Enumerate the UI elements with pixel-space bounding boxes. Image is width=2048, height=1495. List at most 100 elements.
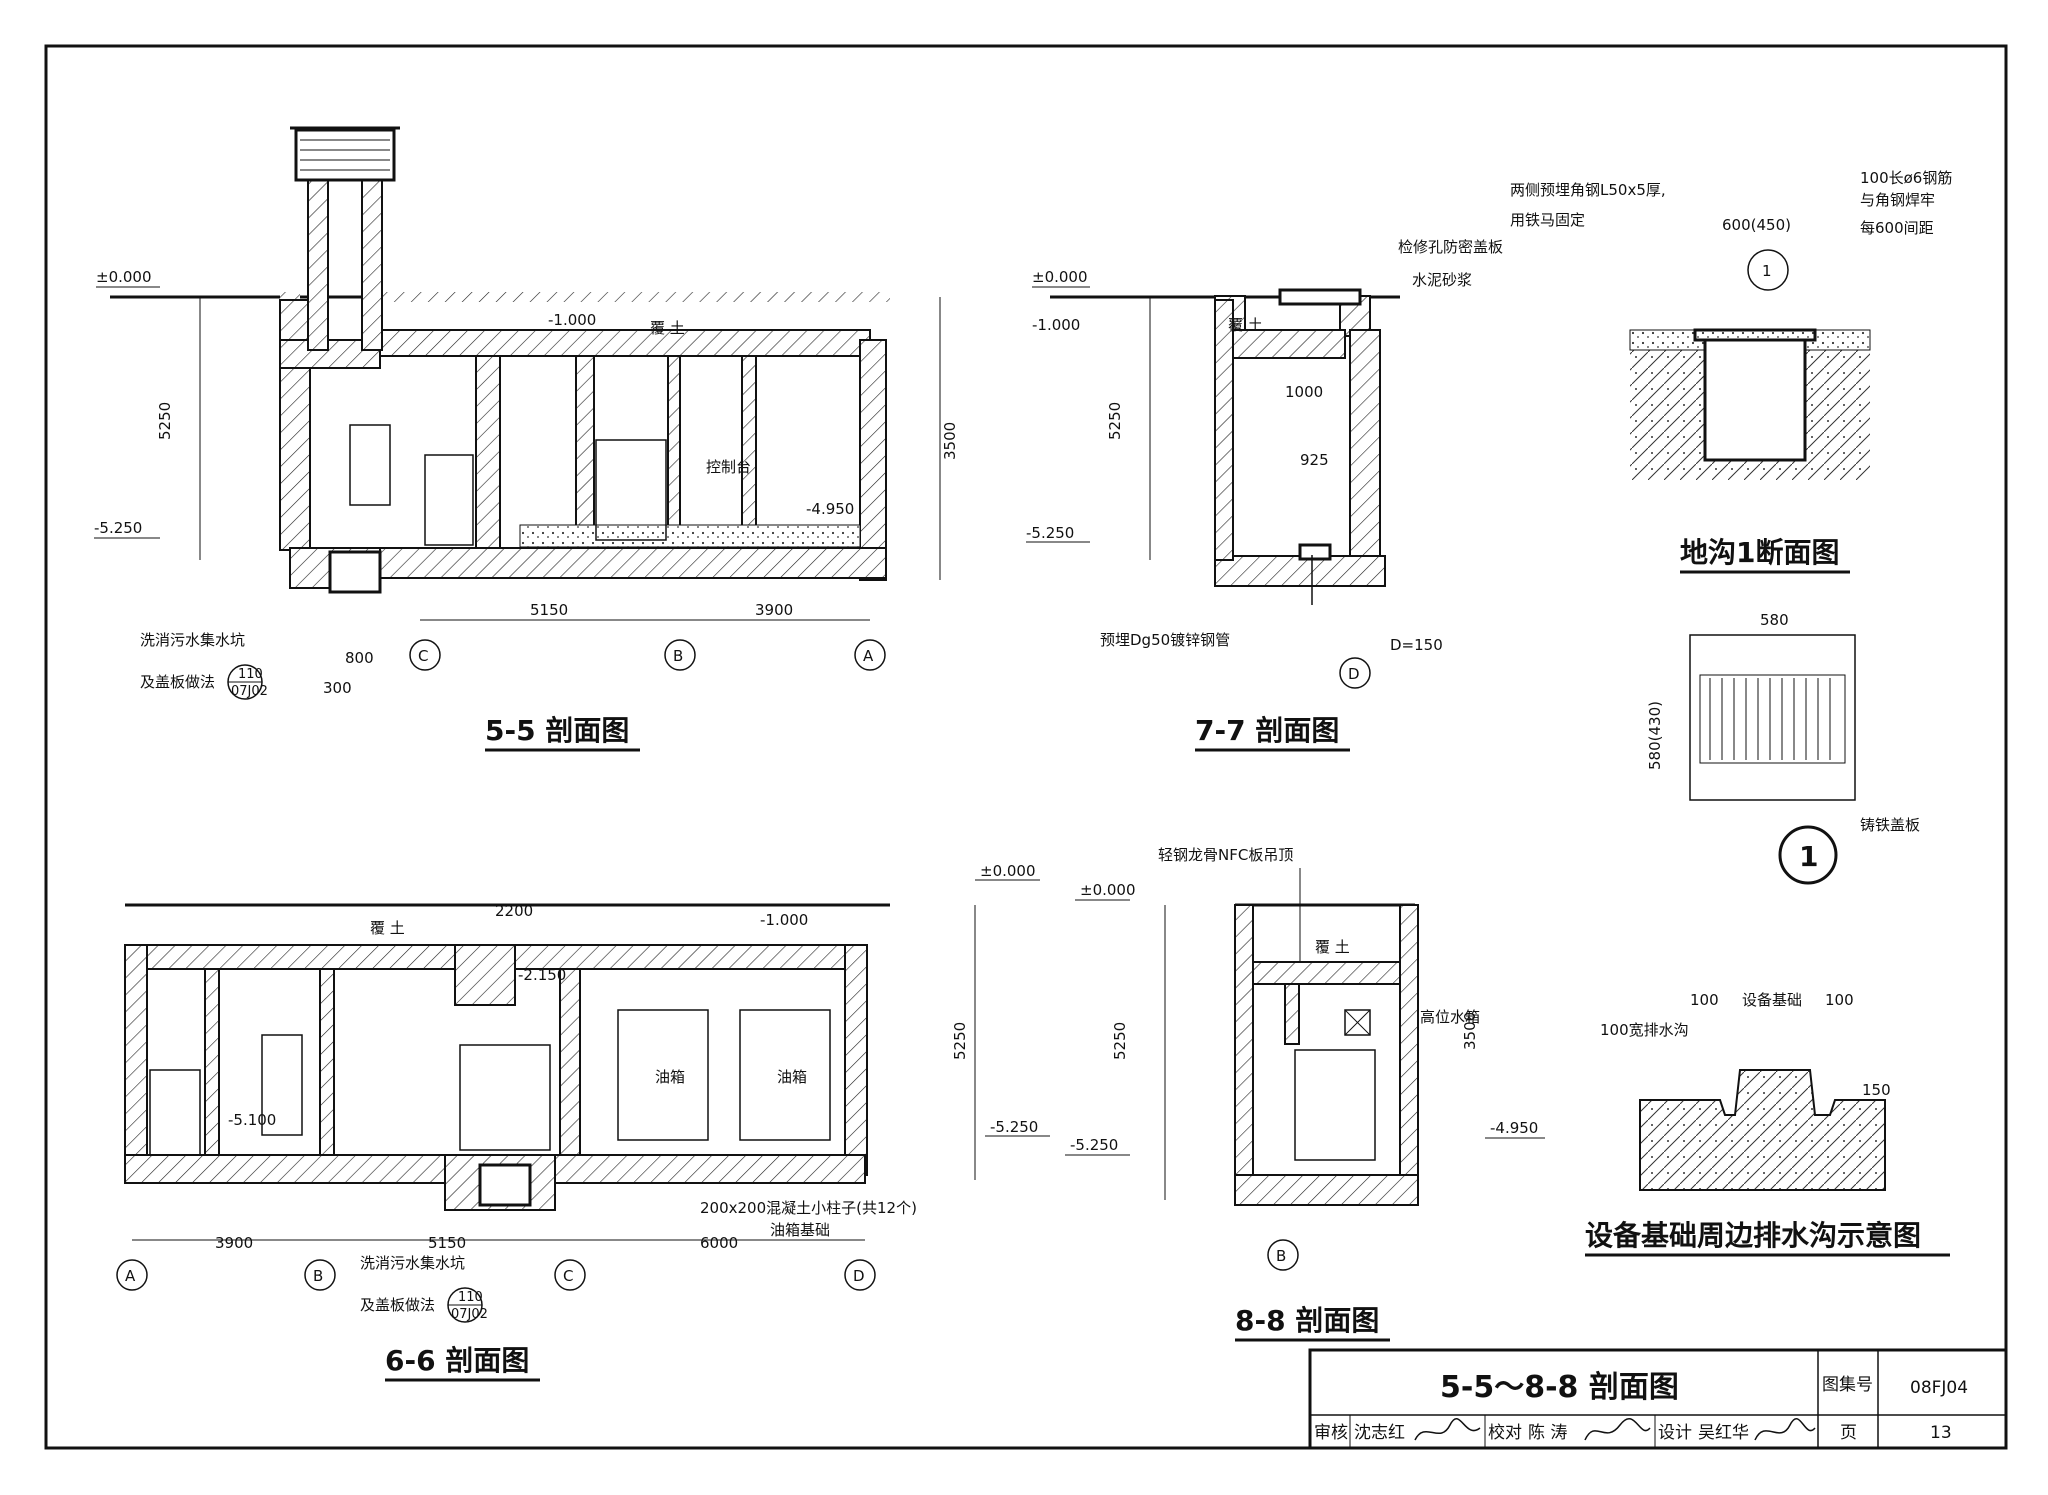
page-label: 页 <box>1840 1423 1857 1443</box>
cover-width: 580 <box>1760 611 1789 629</box>
ceiling-note: 轻钢龙骨NFC板吊顶 <box>1158 846 1293 864</box>
elev-m1: -1.000 <box>1032 316 1080 334</box>
section-5-5-title: 5-5 剖面图 <box>485 714 629 747</box>
atlas-no-label: 图集号 <box>1822 1375 1873 1395</box>
elev-top: ±0.000 <box>1032 268 1088 286</box>
ref-bottom: 07J02 <box>231 684 268 699</box>
hatch-label: 检修孔防密盖板 <box>1398 238 1503 256</box>
console-label: 控制台 <box>706 458 751 476</box>
pit-note-1: 洗消污水集水坑 <box>360 1254 465 1272</box>
fill-label: 覆 土 <box>1315 938 1350 956</box>
elev-top: ±0.000 <box>980 862 1036 880</box>
checker-signature <box>1584 1417 1651 1441</box>
high-tank-label: 高位水箱 <box>1420 1008 1480 1026</box>
elev-top: ±0.000 <box>1080 881 1136 899</box>
reviewer: 沈志红 <box>1354 1423 1405 1443</box>
drain-sketch: 100宽排水沟 100 设备基础 100 150 设备基础周边排水沟示意图 <box>1585 991 1950 1257</box>
trench-note-right-3: 每600间距 <box>1860 219 1934 237</box>
reviewer-signature <box>1414 1417 1481 1441</box>
dim-3500: 3500 <box>941 422 959 460</box>
sheet-border <box>44 44 2008 1450</box>
trench-note-left-2: 用铁马固定 <box>1510 211 1585 229</box>
elev-top: ±0.000 <box>96 268 152 286</box>
elev-m1: -1.000 <box>548 311 596 329</box>
dim-3500: 3500 <box>1461 1012 1479 1050</box>
axis-c: C <box>418 647 428 665</box>
trench-section: 两侧预埋角钢L50x5厚, 用铁马固定 100长ø6钢筋 与角钢焊牢 每600间… <box>1510 169 1952 574</box>
pit-note-2: 及盖板做法 <box>140 673 215 691</box>
elev-floor: -4.950 <box>1490 1119 1538 1137</box>
dim-6000: 6000 <box>700 1234 738 1252</box>
section-6-6: 油箱 油箱 覆 土 ±0.000 -1.000 -2.150 -5.100 -5… <box>116 862 1050 1382</box>
title-block: 5-5～8-8 剖面图 图集号 08FJ04 页 13 审核 沈志红 校对 陈 … <box>1308 1348 2008 1450</box>
checker: 陈 涛 <box>1528 1423 1567 1443</box>
pipe-label: 预埋Dg50镀锌钢管 <box>1100 631 1230 649</box>
fill-label: 覆 土 <box>370 919 405 937</box>
pit-note-2: 及盖板做法 <box>360 1296 435 1314</box>
section-5-5: ±0.000 -5.250 -1.000 -4.950 覆 土 控制台 洗消污水… <box>94 126 959 752</box>
review-label: 审核 <box>1314 1423 1348 1443</box>
design-label: 设计 <box>1658 1423 1692 1443</box>
ref-top: 110 <box>458 1290 483 1305</box>
elev-bottom: -5.250 <box>94 519 142 537</box>
page-no: 13 <box>1930 1423 1952 1443</box>
drain-dim-right: 100 <box>1825 991 1854 1009</box>
pit-note-1: 洗消污水集水坑 <box>140 631 245 649</box>
elev-bottom: -5.250 <box>1070 1136 1118 1154</box>
ref-bottom: 07J02 <box>451 1307 488 1322</box>
axis-c: C <box>563 1267 573 1285</box>
mortar-label: 水泥砂浆 <box>1412 271 1472 289</box>
cover-height: 580(430) <box>1646 701 1664 770</box>
axis-b: B <box>313 1267 323 1285</box>
ref-top: 110 <box>238 667 263 682</box>
elev-m2: -2.150 <box>518 966 566 984</box>
axis-b: B <box>1276 1247 1286 1265</box>
dim-800: 800 <box>345 649 374 667</box>
axis-d: D <box>1348 665 1360 683</box>
drain-note-left: 100宽排水沟 <box>1600 1021 1689 1039</box>
tank-label-2: 油箱 <box>777 1068 807 1086</box>
dim-5250: 5250 <box>156 402 174 440</box>
designer-signature <box>1754 1417 1816 1441</box>
trench-note-right-1: 100长ø6钢筋 <box>1860 169 1952 187</box>
column-note: 200x200混凝土小柱子(共12个) <box>700 1199 917 1217</box>
drain-title: 设备基础周边排水沟示意图 <box>1585 1219 1921 1252</box>
dim-300: 300 <box>323 679 352 697</box>
dim-925: 925 <box>1300 451 1329 469</box>
axis-d: D <box>853 1267 865 1285</box>
section-7-7: ±0.000 -1.000 -5.250 覆 土 检修孔防密盖板 水泥砂浆 预埋… <box>1026 238 1503 752</box>
cover-callout: 1 <box>1799 840 1818 873</box>
drawing-title: 5-5～8-8 剖面图 <box>1440 1370 1679 1405</box>
elev-bottom: -5.250 <box>1026 524 1074 542</box>
dim-2200: 2200 <box>495 902 533 920</box>
base-note: 油箱基础 <box>770 1221 830 1239</box>
trench-note-right-2: 与角钢焊牢 <box>1860 191 1935 209</box>
diameter-label: D=150 <box>1390 636 1443 654</box>
dim-1000: 1000 <box>1285 383 1323 401</box>
cover-slots <box>1709 678 1831 760</box>
dim-3900: 3900 <box>215 1234 253 1252</box>
dim-5150: 5150 <box>428 1234 466 1252</box>
section-8-8: 轻钢龙骨NFC板吊顶 ±0.000 -5.250 -4.950 覆 土 高位水箱… <box>1065 846 1545 1342</box>
tank-label-1: 油箱 <box>655 1068 685 1086</box>
atlas-no: 08FJ04 <box>1910 1378 1968 1398</box>
dim-5250: 5250 <box>1106 402 1124 440</box>
section-8-8-title: 8-8 剖面图 <box>1235 1304 1379 1337</box>
cover-plate: 580 580(430) 铸铁盖板 1 <box>1646 611 1920 885</box>
elev-m1: -1.000 <box>760 911 808 929</box>
axis-a: A <box>125 1267 136 1285</box>
dim-5150: 5150 <box>530 601 568 619</box>
fill-label: 覆 土 <box>1228 316 1263 334</box>
axis-a: A <box>863 647 874 665</box>
cover-label: 铸铁盖板 <box>1860 816 1920 834</box>
fill-label: 覆 土 <box>650 319 685 337</box>
elev-bottom: -5.250 <box>990 1118 1038 1136</box>
section-6-6-title: 6-6 剖面图 <box>385 1344 529 1377</box>
drain-base-label: 设备基础 <box>1742 991 1802 1009</box>
drain-dim-height: 150 <box>1862 1081 1891 1099</box>
trench-callout: 1 <box>1762 262 1772 280</box>
section-7-7-title: 7-7 剖面图 <box>1195 714 1339 747</box>
drain-dim-left: 100 <box>1690 991 1719 1009</box>
axis-b: B <box>673 647 683 665</box>
